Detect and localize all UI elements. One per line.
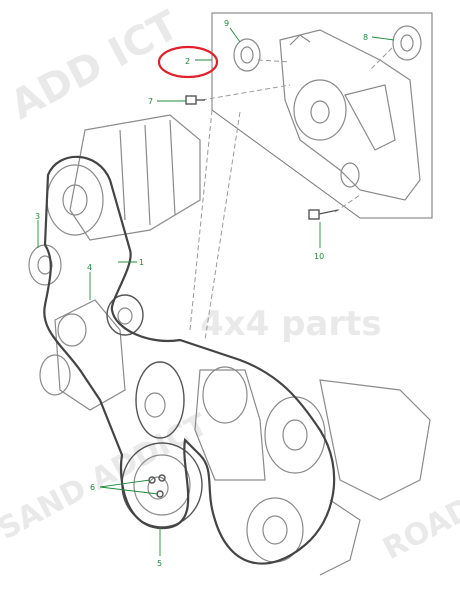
callout-2: 2 bbox=[185, 57, 212, 66]
callout-3: 3 bbox=[35, 212, 40, 248]
bolt-10 bbox=[308, 209, 339, 220]
alternator bbox=[39, 299, 126, 411]
callout-label-7: 7 bbox=[148, 97, 153, 106]
callout-label-1: 1 bbox=[139, 258, 144, 267]
watermark-layer: ADD ICT 4x4 parts SAND ADDICT ROAD bbox=[0, 2, 460, 567]
ac-compressor bbox=[46, 114, 201, 241]
dash-9 bbox=[257, 59, 291, 63]
callout-10: 10 bbox=[314, 222, 324, 261]
callout-1: 1 bbox=[118, 258, 144, 267]
callout-label-6: 6 bbox=[90, 483, 95, 492]
bolt-7 bbox=[185, 95, 205, 105]
dash-10 bbox=[334, 194, 361, 213]
watermark-brand-center: 4x4 parts bbox=[200, 304, 382, 344]
watermark-brand-left: SAND ADDICT bbox=[0, 407, 214, 547]
callout-label-5: 5 bbox=[157, 559, 162, 568]
callout-label-3: 3 bbox=[35, 212, 40, 221]
inset-leader-line-2 bbox=[189, 109, 213, 331]
drive-belt bbox=[43, 155, 336, 565]
tensioner-assembly-inset bbox=[233, 25, 422, 201]
callout-label-2: 2 bbox=[185, 57, 190, 66]
water-pump-pulley bbox=[246, 379, 431, 576]
callout-6: 6 bbox=[90, 479, 159, 495]
inset-leader-line bbox=[204, 111, 241, 341]
callout-5: 5 bbox=[157, 527, 162, 568]
center-idler-pulley bbox=[106, 294, 144, 336]
callout-label-9: 9 bbox=[224, 19, 229, 28]
dash-8 bbox=[369, 47, 393, 71]
watermark-brand-right: ROAD bbox=[377, 491, 460, 567]
callout-4: 4 bbox=[87, 263, 92, 300]
callout-7: 7 bbox=[148, 97, 186, 106]
highlight-circle bbox=[157, 45, 219, 79]
callout-8: 8 bbox=[363, 33, 395, 42]
callout-label-10: 10 bbox=[314, 252, 324, 261]
idler-pulley-3 bbox=[28, 244, 62, 286]
dash-7 bbox=[201, 84, 291, 101]
tensioner-pulley-main bbox=[135, 361, 266, 481]
callout-9: 9 bbox=[224, 19, 241, 43]
callout-label-8: 8 bbox=[363, 33, 368, 42]
callout-label-4: 4 bbox=[87, 263, 92, 272]
detail-inset-frame bbox=[211, 12, 433, 219]
